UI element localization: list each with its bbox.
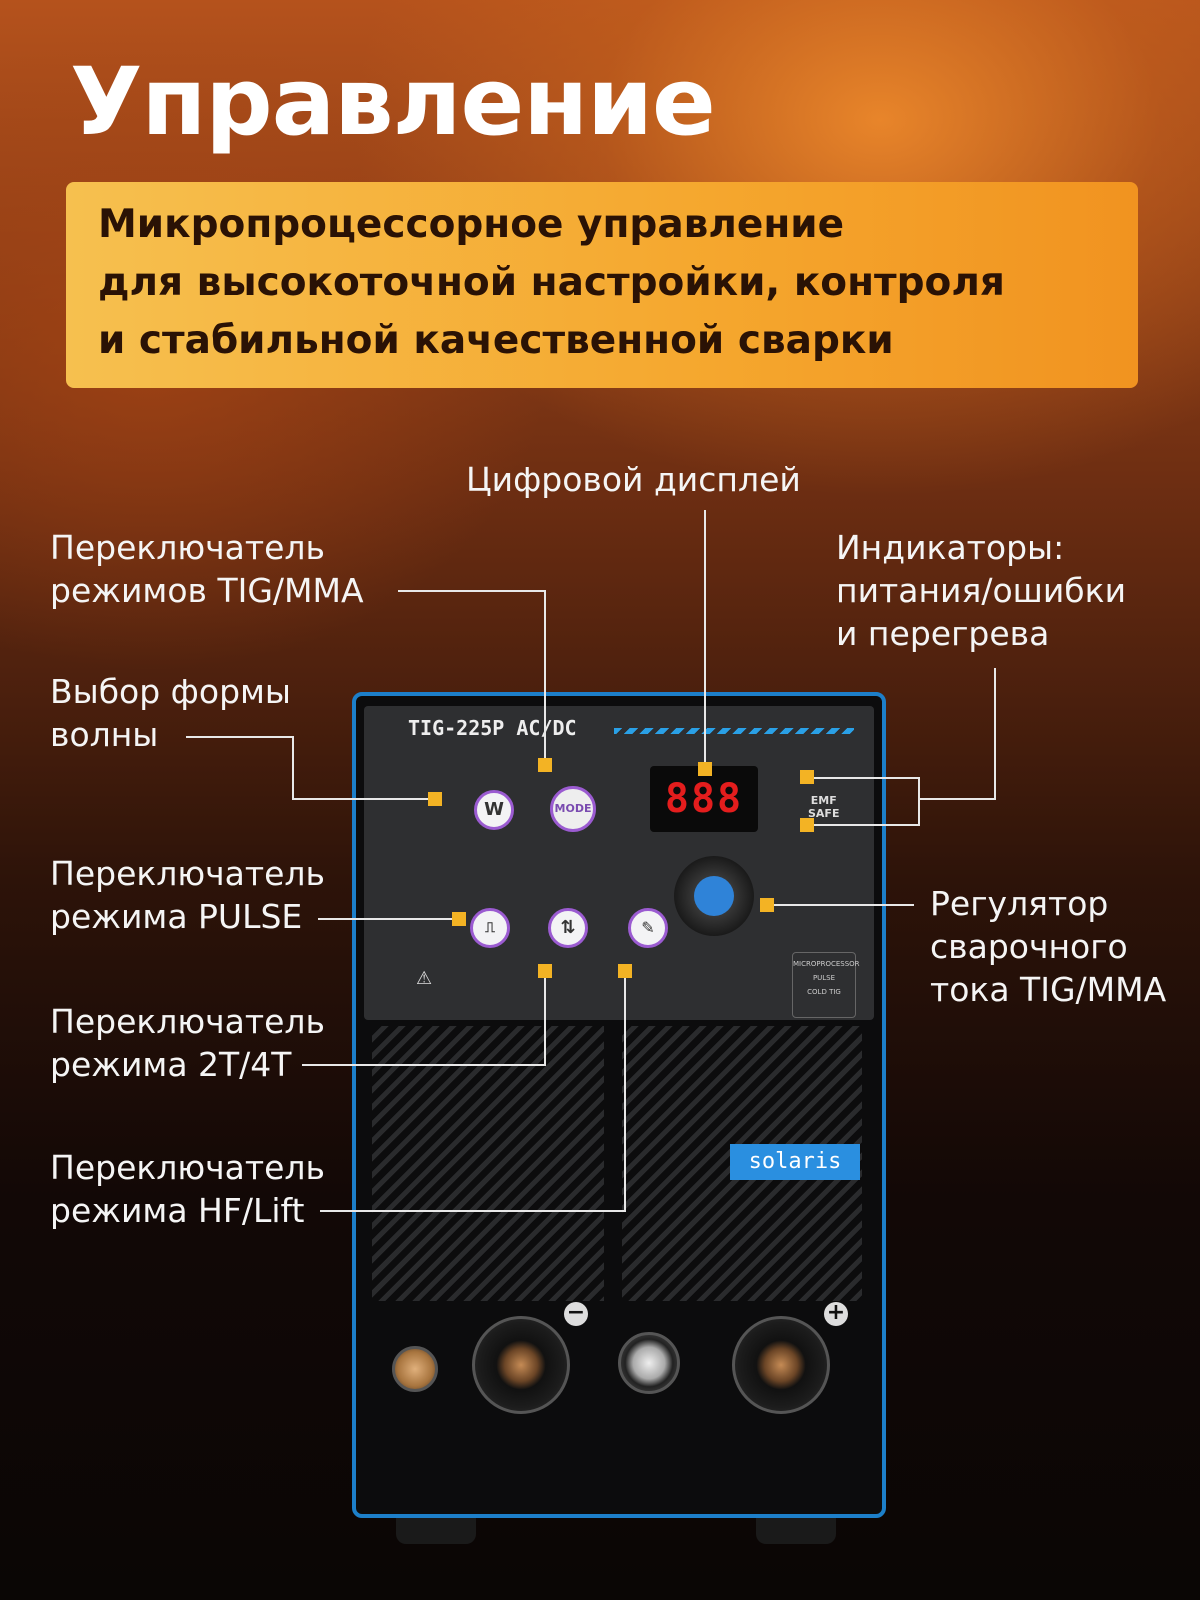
microprocessor-badge: MICROPROCESSOR PULSE COLD TIG <box>792 952 860 1018</box>
label-tig-mma-switch: Переключатель режимов TIG/MMA <box>50 528 364 610</box>
marker-tig-mma <box>538 758 552 772</box>
line-hf-lift-v <box>624 978 626 1212</box>
warning-icon: ⚠ <box>416 968 433 989</box>
line-current-h <box>774 904 914 906</box>
gas-connector <box>392 1346 438 1392</box>
mode-button[interactable]: MODE <box>550 786 596 832</box>
line-tig-mma-h <box>398 590 545 592</box>
plus-sign: + <box>824 1302 848 1326</box>
banner-text: Микропроцессорное управление для высокот… <box>98 202 1005 363</box>
label-waveform: Выбор формы волны <box>50 672 291 754</box>
marker-temp-indicator <box>800 818 814 832</box>
brand-logo: solaris <box>730 1144 860 1180</box>
label-indicators: Индикаторы: питания/ошибки и перегрева <box>836 528 1127 653</box>
label-current-regulator: Регулятор сварочного тока TIG/MMA <box>930 884 1167 1009</box>
digital-display: 888 <box>650 766 758 832</box>
decor-stripe <box>614 728 854 734</box>
hf-lift-button[interactable]: ✎ <box>628 908 668 948</box>
line-display-v <box>704 510 706 762</box>
vent-grille-left <box>372 1026 604 1301</box>
foot-right <box>756 1518 836 1544</box>
line-indicators-v <box>994 668 996 798</box>
foot-left <box>396 1518 476 1544</box>
plus-socket <box>732 1316 830 1414</box>
control-connector <box>618 1332 680 1394</box>
marker-power-indicator <box>800 770 814 784</box>
model-name: TIG-225P AC/DC <box>408 716 577 740</box>
line-indicators-bottom <box>814 824 920 826</box>
marker-2t4t <box>538 964 552 978</box>
page-title: Управление <box>70 48 716 157</box>
minus-sign: − <box>564 1302 588 1326</box>
label-hf-lift-switch: Переключатель режима HF/Lift <box>50 1148 325 1230</box>
minus-socket <box>472 1316 570 1414</box>
line-indicators-bracket <box>918 777 920 825</box>
marker-hf-lift <box>618 964 632 978</box>
marker-current <box>760 898 774 912</box>
line-tig-mma-v <box>544 590 546 758</box>
marker-display <box>698 762 712 776</box>
knob-cap <box>694 876 734 916</box>
line-waveform-h2 <box>292 798 428 800</box>
emf-safe-icon: EMF SAFE <box>808 794 840 820</box>
line-waveform-h <box>186 736 294 738</box>
line-hf-lift-h <box>320 1210 626 1212</box>
headline-banner: Микропроцессорное управление для высокот… <box>66 182 1138 388</box>
marker-waveform <box>428 792 442 806</box>
current-knob[interactable] <box>674 856 754 936</box>
line-waveform-v <box>292 736 294 799</box>
pulse-button[interactable]: ⎍ <box>470 908 510 948</box>
line-indicators-h <box>920 798 996 800</box>
line-2t4t-v <box>544 978 546 1066</box>
label-pulse-switch: Переключатель режима PULSE <box>50 854 325 936</box>
2t4t-button[interactable]: ⇅ <box>548 908 588 948</box>
line-indicators-top <box>814 777 920 779</box>
label-2t4t-switch: Переключатель режима 2T/4T <box>50 1002 325 1084</box>
label-digital-display: Цифровой дисплей <box>466 460 801 499</box>
waveform-button[interactable]: W <box>474 790 514 830</box>
line-pulse-h <box>318 918 452 920</box>
line-2t4t-h <box>302 1064 546 1066</box>
welding-machine: TIG-225P AC/DC W MODE 888 EMF SAFE ⎍ ⇅ ✎… <box>352 692 886 1544</box>
marker-pulse <box>452 912 466 926</box>
